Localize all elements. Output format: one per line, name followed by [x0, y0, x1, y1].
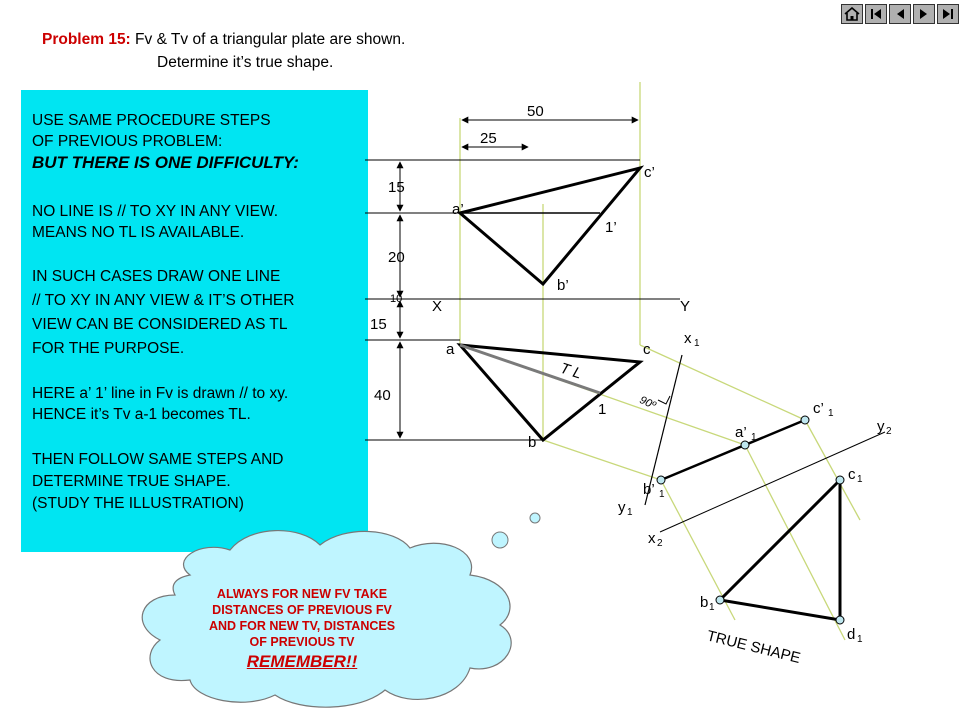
- label-c1-prime: c’: [813, 400, 824, 417]
- true-shape-triangle: [715, 475, 845, 625]
- note-line: // TO XY IN ANY VIEW & IT’S OTHER: [32, 292, 295, 309]
- problem-statement-line1: Fv & Tv of a triangular plate are shown.: [135, 31, 406, 48]
- label-a: a: [446, 341, 455, 358]
- next-icon: [920, 9, 927, 19]
- note-emphasis: BUT THERE IS ONE DIFFICULTY:: [32, 153, 299, 172]
- note-line: (STUDY THE ILLUSTRATION): [32, 495, 244, 512]
- next-slide-button[interactable]: [913, 4, 935, 24]
- label-x2: x: [648, 530, 656, 547]
- last-slide-button[interactable]: [937, 4, 959, 24]
- label-true-length: T L: [558, 360, 584, 383]
- label-b1-sub: 1: [709, 602, 715, 613]
- note-line: THEN FOLLOW SAME STEPS AND: [32, 451, 284, 468]
- problem-statement-line2: Determine it’s true shape.: [157, 54, 334, 71]
- dim-20: 20: [388, 249, 405, 266]
- cloud-remember: REMEMBER!!: [246, 652, 358, 671]
- slide-navigation: [841, 4, 959, 24]
- label-true-shape: TRUE SHAPE: [705, 627, 802, 667]
- cloud-line: AND FOR NEW TV, DISTANCES: [208, 619, 396, 633]
- home-button[interactable]: [841, 4, 863, 24]
- label-x1: x: [684, 330, 692, 347]
- label-b1-prime-sub: 1: [659, 489, 665, 500]
- front-view-triangle: [456, 165, 645, 287]
- dim-50: 50: [527, 103, 544, 120]
- home-icon: [844, 7, 860, 21]
- label-b: b: [528, 434, 536, 451]
- label-b1-prime: b’: [643, 481, 655, 498]
- thought-cloud: [141, 512, 541, 708]
- cloud-line: ALWAYS FOR NEW FV TAKE: [216, 587, 388, 601]
- top-view-triangle: [456, 343, 644, 443]
- dim-15-bottom: 15: [370, 316, 387, 333]
- label-a1-prime: a’: [735, 424, 747, 441]
- problem-title: Problem 15: Fv & Tv of a triangular plat…: [42, 31, 405, 49]
- label-c1-prime-sub: 1: [828, 408, 834, 419]
- note-line: HENCE it’s Tv a-1 becomes TL.: [32, 406, 251, 423]
- note-line: VIEW CAN BE CONSIDERED AS TL: [32, 316, 288, 333]
- problem-number: Problem 15:: [42, 31, 131, 48]
- label-x2-sub: 2: [657, 538, 663, 549]
- label-y2-sub: 2: [886, 426, 892, 437]
- prev-icon: [897, 9, 904, 19]
- label-d1: d: [847, 626, 855, 643]
- label-d1-sub: 1: [857, 634, 863, 645]
- note-line: IN SUCH CASES DRAW ONE LINE: [32, 268, 281, 285]
- label-y1: y: [618, 499, 626, 516]
- dim-15-top: 15: [388, 179, 405, 196]
- cloud-line: DISTANCES OF PREVIOUS FV: [212, 603, 392, 617]
- auxiliary-view-line: [656, 415, 810, 485]
- label-ninety-degrees: 90º: [638, 394, 659, 412]
- dim-40: 40: [374, 387, 391, 404]
- x1y1-line: [644, 354, 683, 506]
- note-line: NO LINE IS // TO XY IN ANY VIEW.: [32, 203, 279, 220]
- note-line: HERE a’ 1’ line in Fv is drawn // to xy.: [32, 385, 289, 402]
- dim-25: 25: [480, 130, 497, 147]
- label-b1: b: [700, 594, 708, 611]
- projector-lines: [459, 82, 861, 641]
- first-slide-button[interactable]: [865, 4, 887, 24]
- previous-slide-button[interactable]: [889, 4, 911, 24]
- label-y2: y: [877, 418, 885, 435]
- dimension-extensions: [365, 159, 640, 441]
- label-b-prime: b’: [557, 277, 569, 294]
- cloud-reminder-text: ALWAYS FOR NEW FV TAKE DISTANCES OF PREV…: [168, 586, 436, 671]
- label-y1-sub: 1: [627, 507, 633, 518]
- label-c-prime: c’: [644, 164, 655, 181]
- label-Y: Y: [680, 298, 690, 315]
- label-1: 1: [598, 401, 606, 418]
- note-line: USE SAME PROCEDURE STEPS: [32, 112, 271, 129]
- label-a-prime: a’: [452, 201, 464, 218]
- note-line: DETERMINE TRUE SHAPE.: [32, 473, 231, 490]
- label-c1: c: [848, 466, 856, 483]
- label-X: X: [432, 298, 442, 315]
- first-icon: [871, 9, 881, 19]
- note-line: FOR THE PURPOSE.: [32, 340, 185, 357]
- procedure-notes-panel: USE SAME PROCEDURE STEPS OF PREVIOUS PRO…: [21, 90, 368, 552]
- x2y2-line: [659, 431, 886, 533]
- dim-10: 10: [390, 293, 402, 305]
- label-a1-prime-sub: 1: [751, 432, 757, 443]
- last-icon: [943, 9, 953, 19]
- label-c: c: [643, 341, 651, 358]
- right-angle-mark: [657, 395, 671, 405]
- label-c1-sub: 1: [857, 474, 863, 485]
- label-x1-sub: 1: [694, 338, 700, 349]
- label-1-prime: 1’: [605, 219, 617, 236]
- dimension-arrows: [396, 116, 639, 439]
- note-line: MEANS NO TL IS AVAILABLE.: [32, 224, 245, 241]
- cloud-line: OF PREVIOUS TV: [249, 635, 355, 649]
- note-line: OF PREVIOUS PROBLEM:: [32, 133, 223, 150]
- true-length-line: [459, 343, 601, 395]
